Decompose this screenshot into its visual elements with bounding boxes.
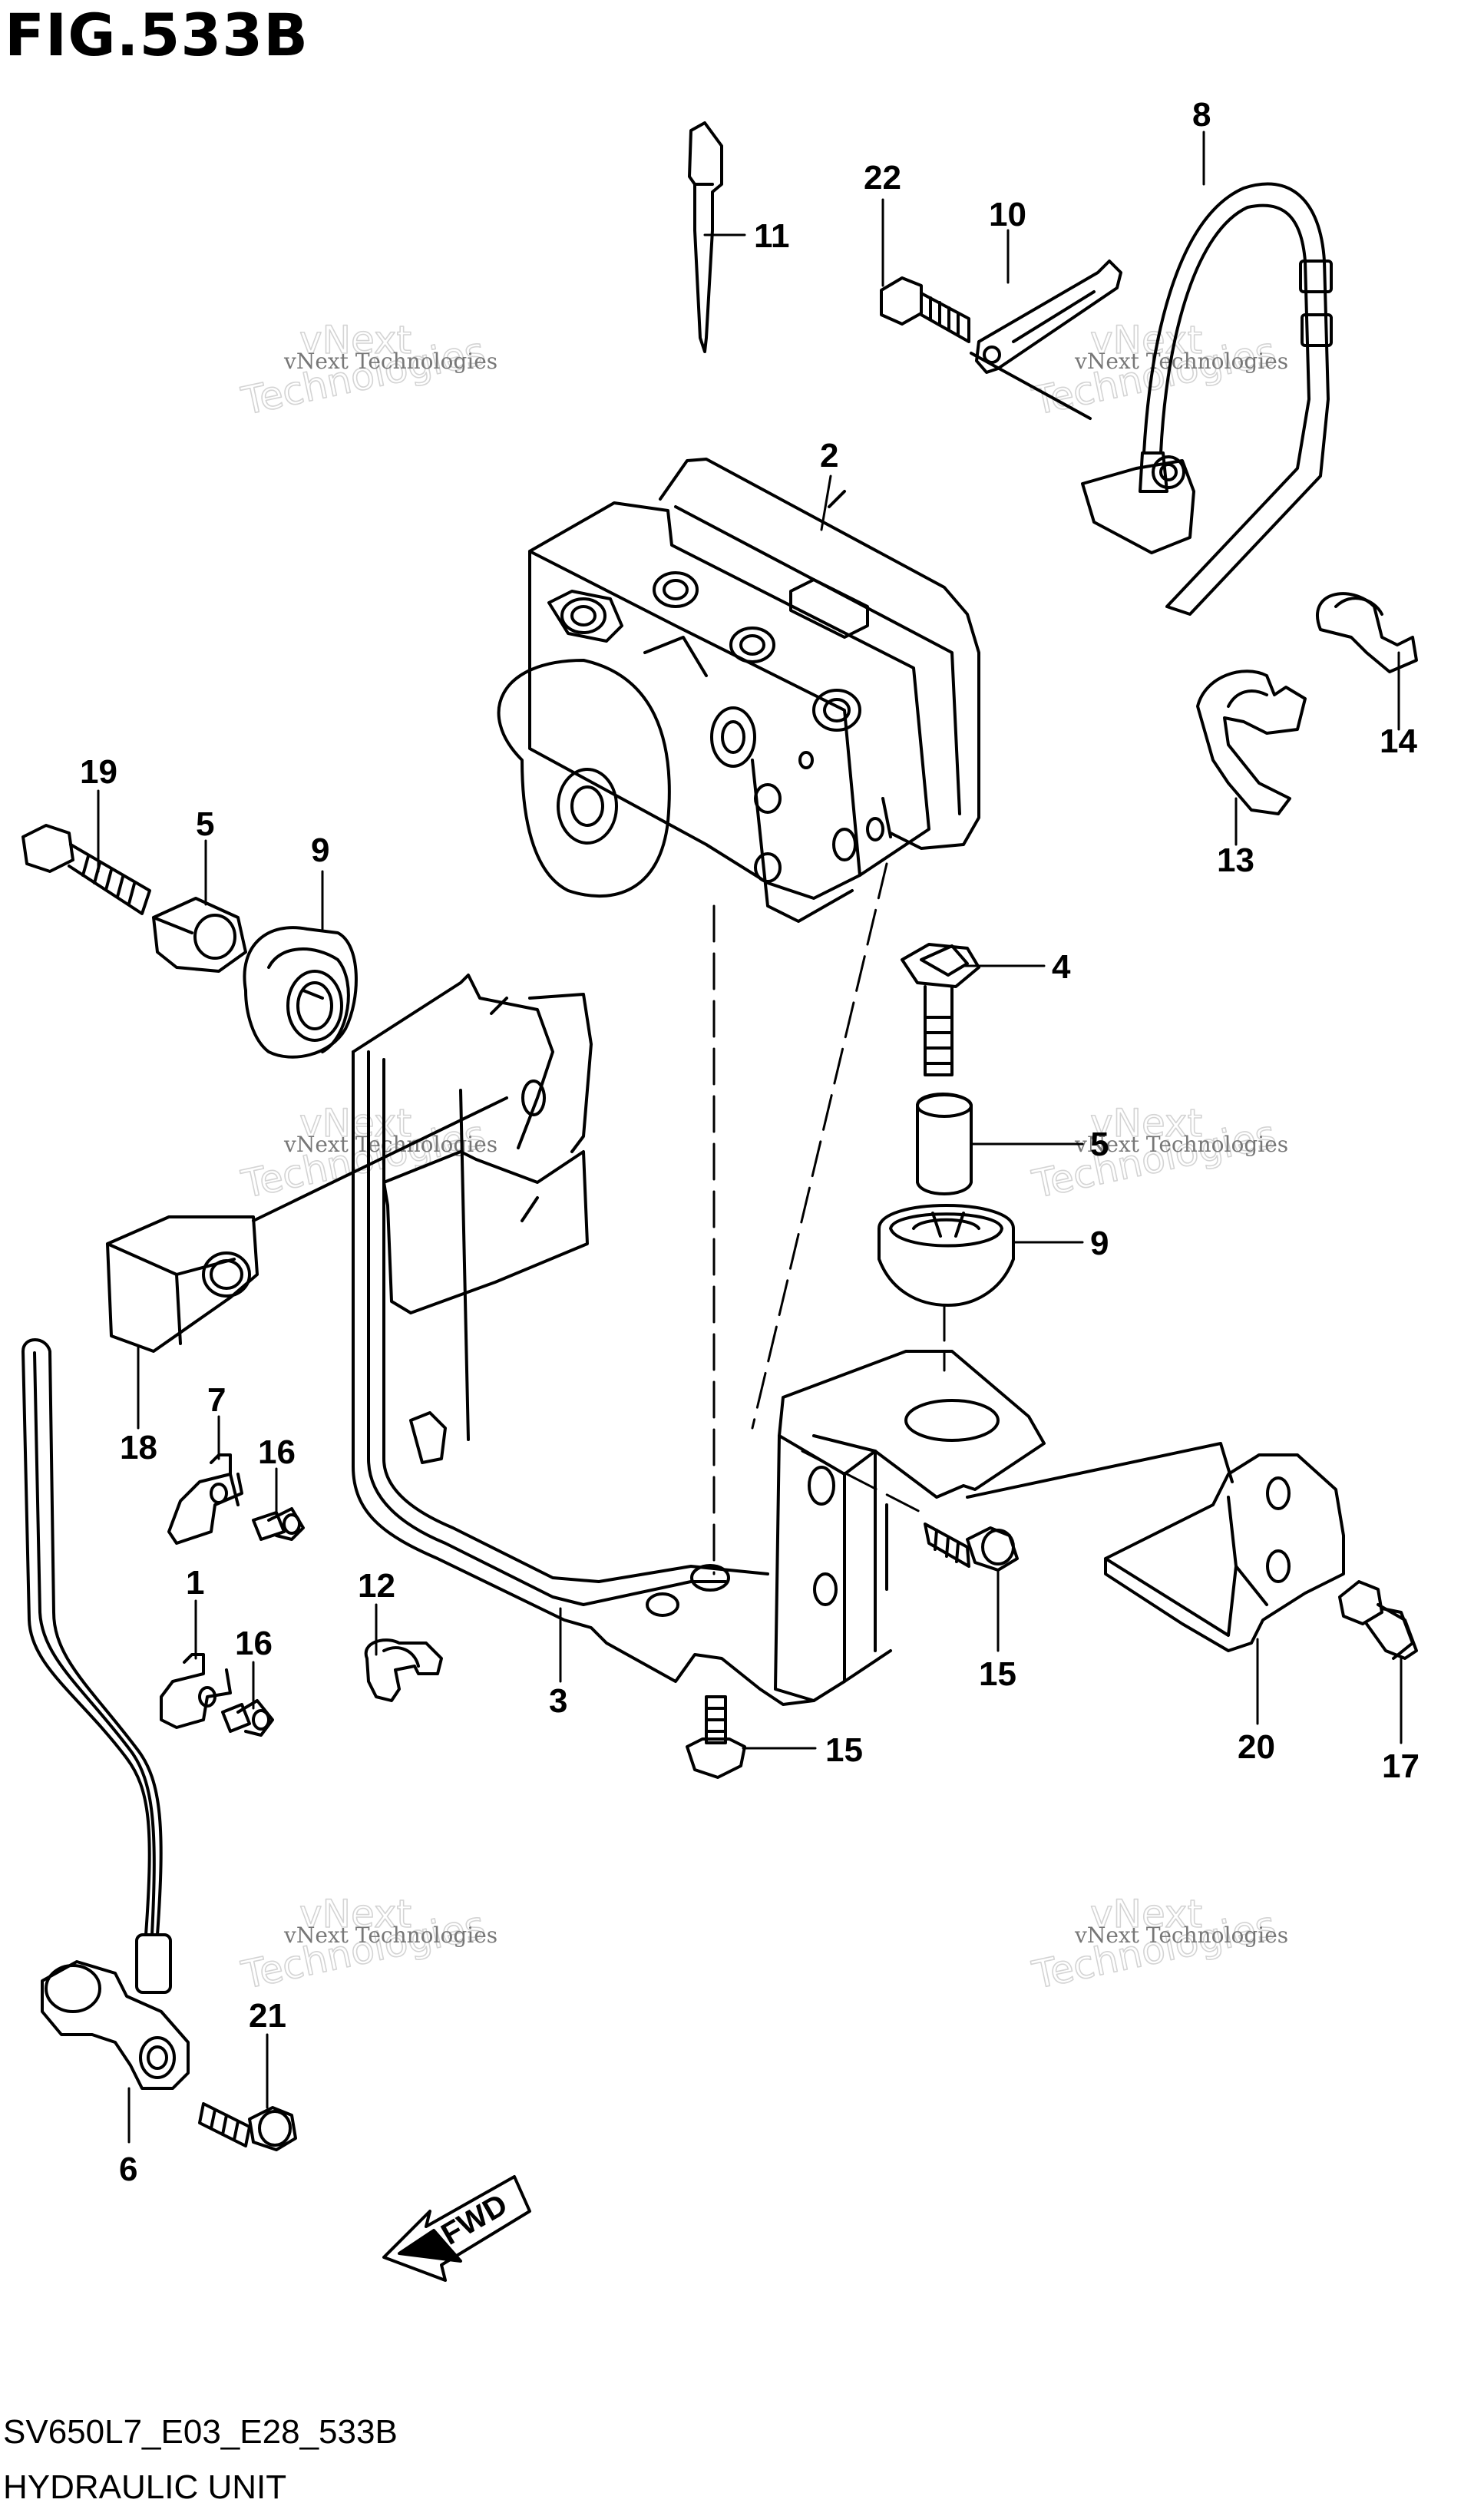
callout-13: 13 <box>1217 841 1254 879</box>
part-19-bolt <box>21 824 151 915</box>
part-4-bolt <box>901 943 980 1076</box>
part-1-clip <box>160 1653 232 1729</box>
part-17-bolt <box>1338 1580 1418 1660</box>
watermark-bottom-left: vNext Technologies vNext Technologies <box>237 1891 497 1999</box>
part-5-collar-right <box>916 1093 973 1195</box>
callout-22: 22 <box>864 159 901 197</box>
part-12-clamp <box>364 1638 443 1702</box>
svg-text:vNext Technologies: vNext Technologies <box>283 1923 497 1948</box>
callout-4: 4 <box>1052 948 1071 986</box>
unit-name: HYDRAULIC UNIT <box>3 2468 287 2506</box>
part-22-bolt <box>880 276 970 343</box>
part-10-bracket <box>975 260 1122 374</box>
callout-21: 21 <box>249 1997 286 2035</box>
callout-18: 18 <box>120 1429 157 1466</box>
callout-16-upper: 16 <box>258 1433 296 1471</box>
callout-5-right: 5 <box>1090 1126 1109 1163</box>
callout-15-upper: 15 <box>979 1655 1016 1693</box>
part-16-screw-lower <box>221 1699 274 1737</box>
callout-19: 19 <box>80 753 117 791</box>
callout-20: 20 <box>1238 1728 1275 1766</box>
callout-12: 12 <box>358 1567 395 1605</box>
figure-title: FIG.533B <box>5 1 309 69</box>
callout-16-lower: 16 <box>235 1625 273 1662</box>
leader-lines <box>97 131 1403 2144</box>
part-7-clip <box>167 1453 243 1545</box>
part-15-bolt-lower <box>686 1695 746 1779</box>
callout-8: 8 <box>1192 96 1211 134</box>
part-3-right-mount <box>774 1350 1046 1702</box>
callout-10: 10 <box>989 196 1026 233</box>
watermark-top-left: vNext Technologies vNext Technologies <box>237 317 497 425</box>
svg-text:vNext: vNext <box>299 1892 411 1936</box>
callout-9-right: 9 <box>1090 1225 1109 1262</box>
callout-3: 3 <box>549 1682 567 1720</box>
svg-text:vNext: vNext <box>299 1101 411 1146</box>
svg-text:FWD: FWD <box>436 2187 514 2252</box>
part-2-hydraulic-unit <box>497 458 980 923</box>
guide-lines <box>712 862 946 1575</box>
part-20-bracket <box>966 1442 1345 1652</box>
callout-9-left: 9 <box>311 832 329 869</box>
svg-text:vNext Technologies: vNext Technologies <box>1074 349 1288 374</box>
svg-text:vNext: vNext <box>1090 1101 1202 1146</box>
model-code: SV650L7_E03_E28_533B <box>3 2413 398 2451</box>
callout-11: 11 <box>754 217 790 255</box>
callout-17: 17 <box>1382 1747 1420 1785</box>
part-6-wheel-speed-sensor <box>21 1338 190 2090</box>
svg-text:vNext: vNext <box>1090 318 1202 362</box>
svg-text:vNext Technologies: vNext Technologies <box>1074 1132 1288 1157</box>
watermark-bottom-right: vNext Technologies vNext Technologies <box>1028 1891 1288 1999</box>
fwd-arrow-icon: FWD <box>382 2175 531 2282</box>
part-13-clamp <box>1196 670 1307 815</box>
part-8-wheel-speed-sensor <box>970 182 1333 616</box>
part-14-clamp <box>1316 592 1418 673</box>
part-15-bolt-upper <box>924 1522 1019 1572</box>
callout-6: 6 <box>119 2151 137 2188</box>
callout-15-lower: 15 <box>825 1731 863 1769</box>
callout-5-left: 5 <box>196 805 214 843</box>
svg-text:vNext: vNext <box>1090 1892 1202 1936</box>
part-5-collar-left <box>152 897 247 973</box>
callout-1: 1 <box>186 1564 204 1602</box>
part-11-cable-tie <box>688 121 723 353</box>
svg-text:vNext: vNext <box>299 318 411 362</box>
part-18-damper <box>106 1096 508 1353</box>
part-16-screw-upper <box>252 1507 305 1541</box>
callout-2: 2 <box>820 437 838 474</box>
part-3-bracket <box>352 974 815 1706</box>
watermark-mid-right: vNext Technologies vNext Technologies <box>1028 1100 1288 1208</box>
part-9-grommet-right <box>878 1204 1015 1307</box>
svg-text:vNext Technologies: vNext Technologies <box>1074 1923 1288 1948</box>
callout-7: 7 <box>207 1381 226 1419</box>
part-9-grommet-left <box>243 926 358 1059</box>
part-21-bolt <box>198 2102 297 2151</box>
svg-text:vNext Technologies: vNext Technologies <box>283 349 497 374</box>
callout-14: 14 <box>1380 722 1417 760</box>
